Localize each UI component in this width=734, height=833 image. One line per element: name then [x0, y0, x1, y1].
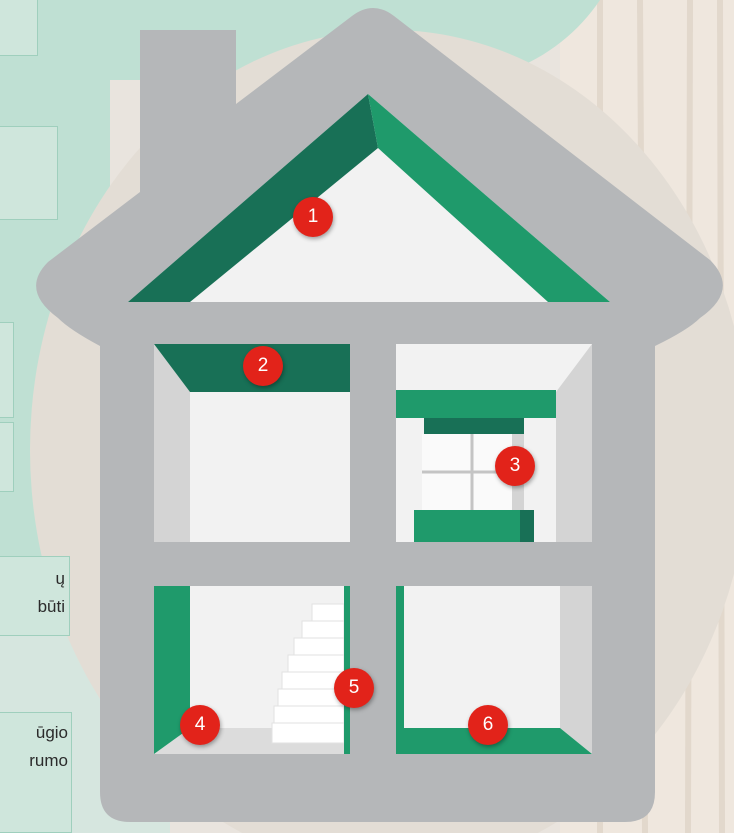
window-sill-side: [520, 510, 534, 542]
marker-3[interactable]: 3: [495, 446, 535, 486]
window-sill: [414, 510, 534, 542]
room-lower-right-side-wall: [560, 586, 592, 754]
room-lower-right-left-edge: [396, 586, 404, 728]
marker-6[interactable]: 6: [468, 705, 508, 745]
side-label-box-3: [0, 322, 14, 418]
window-top-sill: [424, 418, 524, 434]
marker-1[interactable]: 1: [293, 197, 333, 237]
side-label-box-5: ų būti: [0, 556, 70, 636]
marker-4[interactable]: 4: [180, 705, 220, 745]
side-label-box-2: [0, 126, 58, 220]
side-label-box-6: ūgio rumo: [0, 712, 72, 833]
marker-5[interactable]: 5: [334, 668, 374, 708]
window-top-frame: [396, 390, 556, 418]
marker-2[interactable]: 2: [243, 346, 283, 386]
side-label-box-4: [0, 422, 14, 492]
side-label-box-1: [0, 0, 38, 56]
